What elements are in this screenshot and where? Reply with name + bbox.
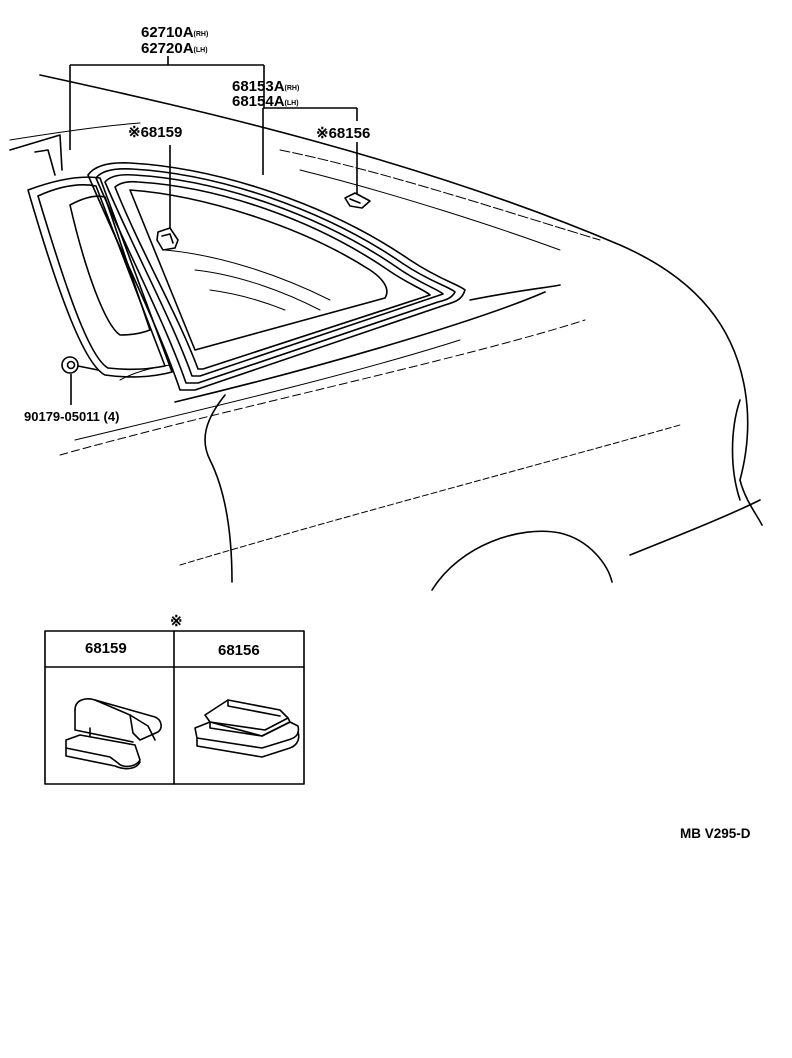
label-62710a: 62710A(RH) xyxy=(141,24,208,41)
nut-icon xyxy=(61,356,99,374)
clip-68156-detail xyxy=(194,699,300,758)
label-68159: ※68159 xyxy=(128,124,182,141)
car-body-outline xyxy=(9,74,763,591)
diagram-code: MB V295-D xyxy=(680,826,751,841)
label-90179-05011: 90179-05011 (4) xyxy=(24,409,119,424)
detail-box xyxy=(44,630,305,785)
label-68156: ※68156 xyxy=(316,125,370,142)
detail-col1-part: 68159 xyxy=(85,640,127,657)
label-68154a: 68154A(LH) xyxy=(232,93,299,110)
detail-marker: ※ xyxy=(170,613,183,630)
detail-col2-part: 68156 xyxy=(218,642,260,659)
window-moulding xyxy=(87,162,466,391)
clip-68159-detail xyxy=(65,698,162,770)
leader-lines xyxy=(69,56,358,405)
label-68153a: 68153A(RH) xyxy=(232,78,299,95)
clip-68156-on-frame xyxy=(344,192,371,209)
quarter-glass xyxy=(27,176,173,378)
clip-68159-on-frame xyxy=(156,227,179,251)
label-62720a: 62720A(LH) xyxy=(141,40,208,57)
